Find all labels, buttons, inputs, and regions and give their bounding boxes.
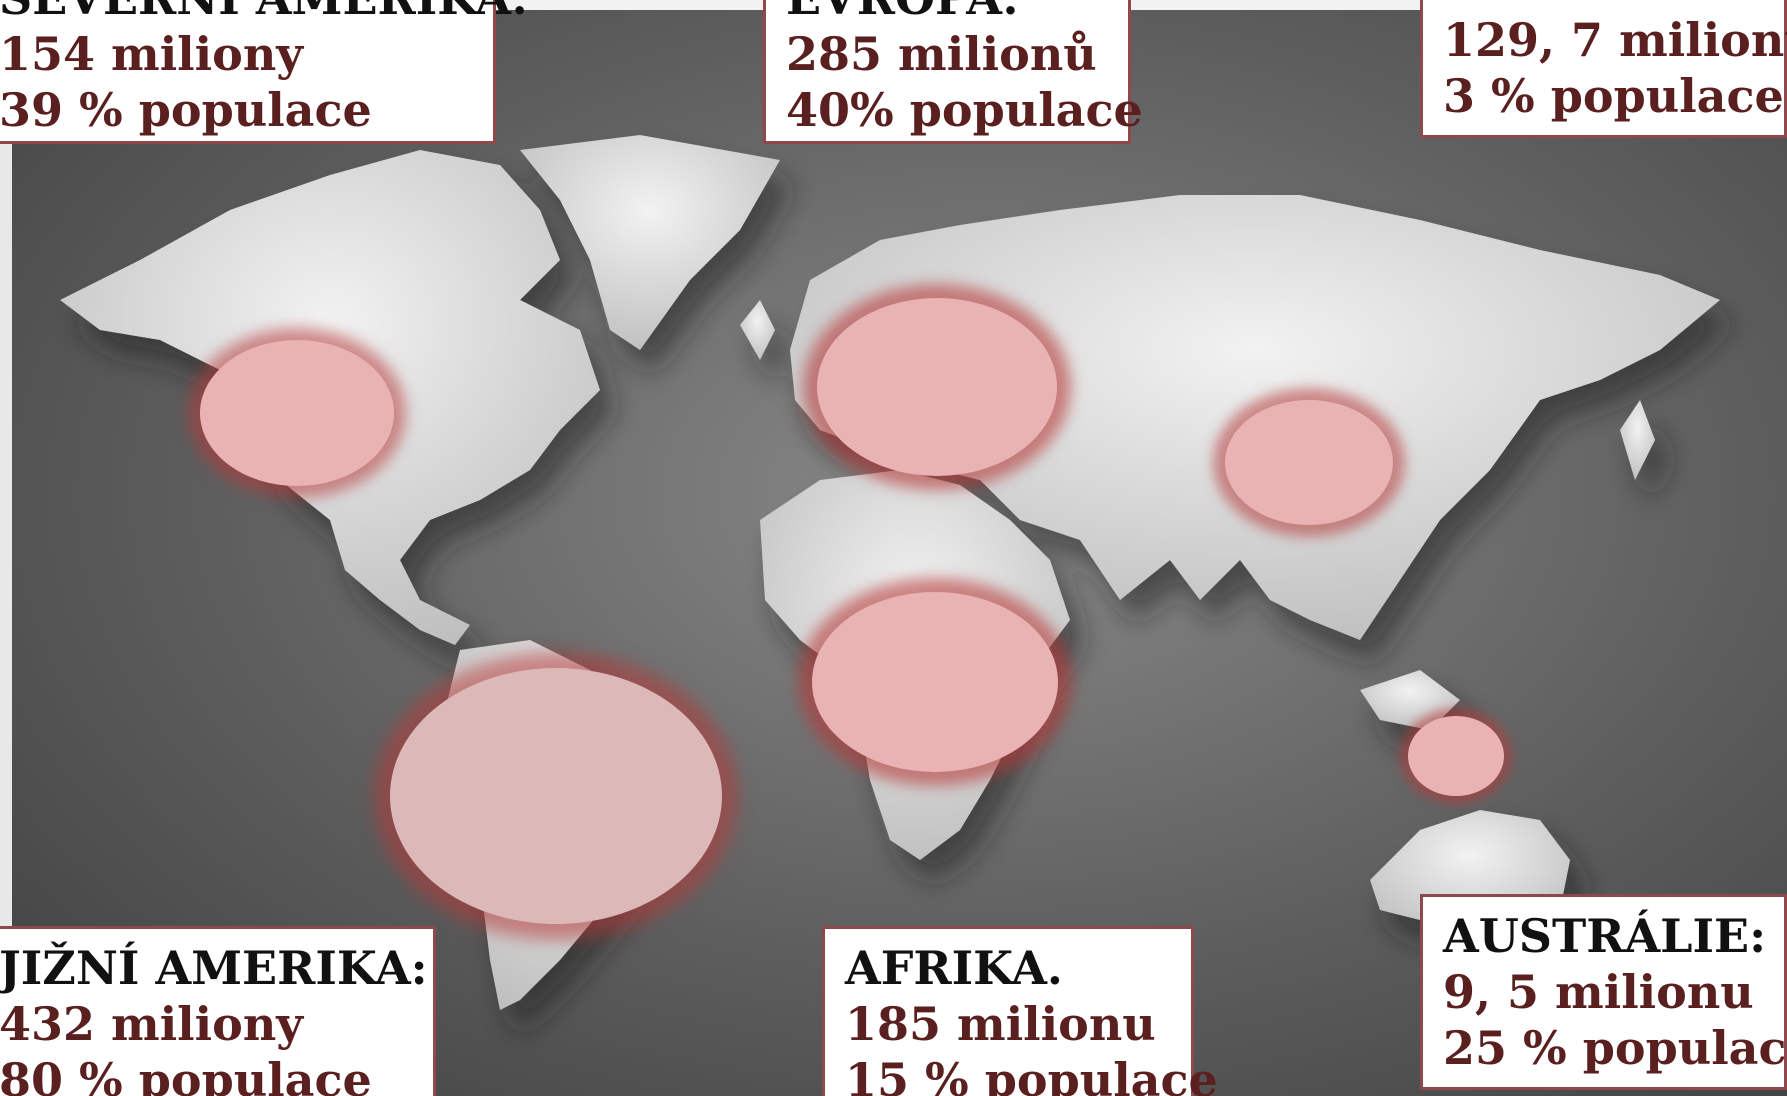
highlight-africa	[812, 592, 1058, 772]
region-box-asia: 129, 7 milionu 3 % populace	[1420, 0, 1787, 138]
highlight-asia	[1225, 400, 1393, 525]
landmass-uk	[740, 300, 775, 360]
region-percentage: 80 % populace	[0, 1053, 372, 1096]
region-box-australia: AUSTRÁLIE: 9, 5 milionu 25 % populace	[1420, 894, 1787, 1090]
region-percentage: 3 % populace	[1443, 69, 1784, 123]
region-population: 185 milionu	[845, 997, 1156, 1051]
slide-top-strip	[495, 0, 765, 10]
region-box-africa: AFRIKA. 185 milionu 15 % populace	[822, 926, 1218, 1096]
highlight-north-america	[200, 340, 394, 486]
region-title: AFRIKA.	[845, 941, 1063, 995]
slide-top-strip	[1130, 0, 1420, 10]
region-population: 129, 7 milionu	[1443, 13, 1787, 67]
highlight-australia	[1408, 716, 1504, 796]
region-percentage: 40% populace	[786, 83, 1143, 137]
region-title: EVROPA:	[786, 0, 1108, 21]
region-title: JIŽNÍ AMERIKA:	[0, 941, 428, 995]
region-population: 432 miliony	[0, 997, 303, 1051]
region-title: AUSTRÁLIE:	[1443, 909, 1767, 963]
region-population: 154 miliony	[0, 27, 303, 81]
region-population: 285 milionů	[786, 27, 1097, 81]
region-percentage: 15 % populace	[845, 1053, 1218, 1096]
region-box-north-america: SEVERNÍ AMERIKA: 154 miliony 39 % popula…	[0, 0, 528, 144]
region-box-south-america: JIŽNÍ AMERIKA: 432 miliony 80 % populace	[0, 926, 436, 1096]
region-population: 9, 5 milionu	[1443, 965, 1754, 1019]
region-percentage: 25 % populace	[1443, 1021, 1787, 1075]
highlight-europe	[817, 298, 1057, 476]
landmass-indonesia	[1360, 670, 1460, 730]
landmass-japan	[1620, 400, 1655, 480]
landmass-greenland	[520, 135, 780, 350]
region-box-europe: EVROPA: 285 milionů 40% populace	[763, 0, 1143, 144]
highlight-south-america	[390, 668, 722, 924]
region-title: SEVERNÍ AMERIKA:	[0, 0, 528, 21]
region-percentage: 39 % populace	[0, 83, 372, 137]
slide-left-edge	[0, 0, 12, 1096]
